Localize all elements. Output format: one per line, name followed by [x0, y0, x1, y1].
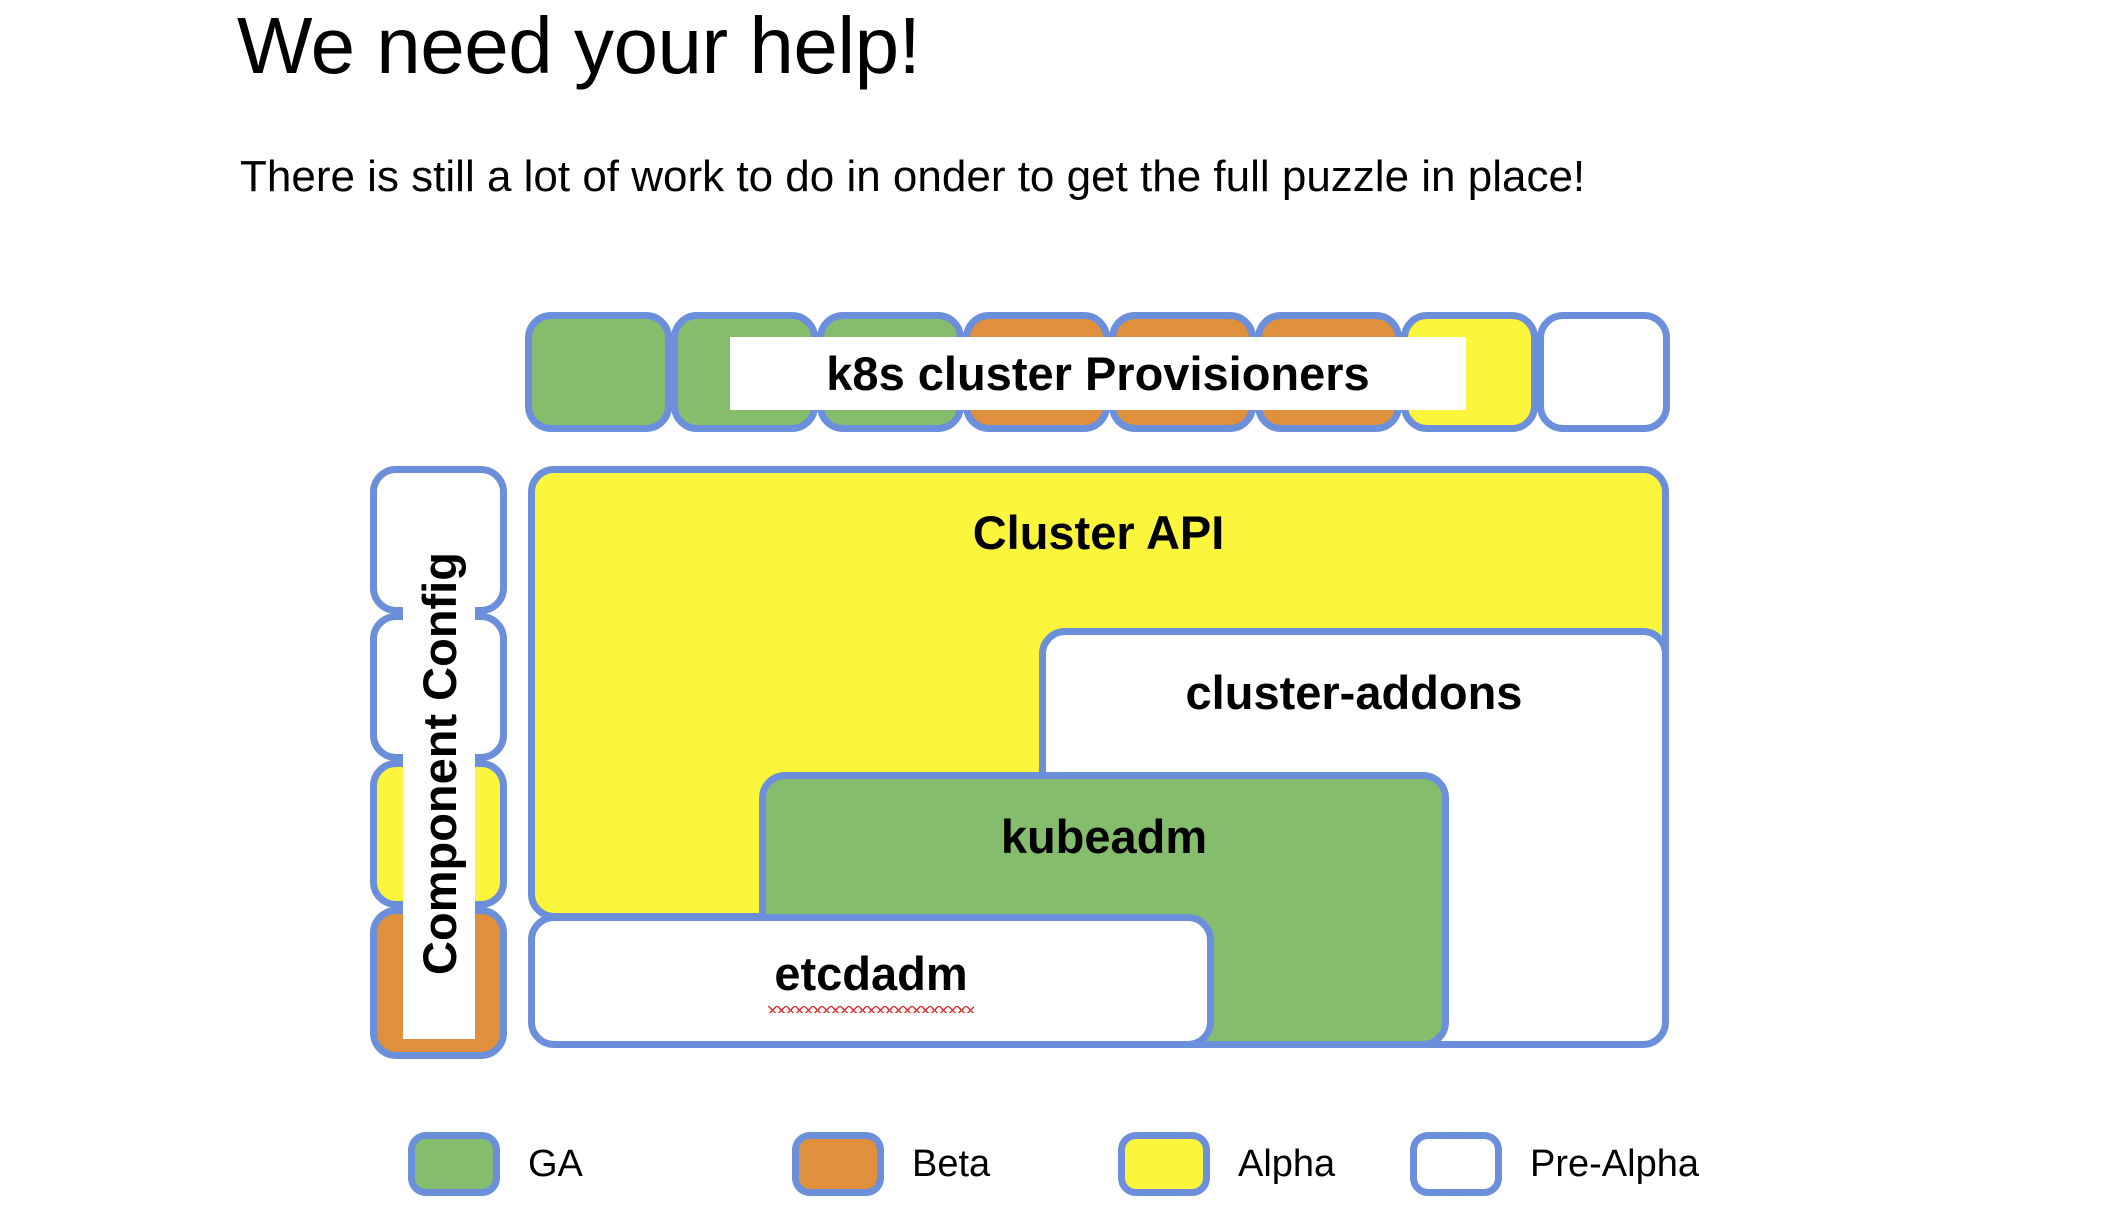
legend-swatch-ga — [408, 1132, 500, 1196]
block-cluster-addons-label: cluster-addons — [1185, 665, 1523, 719]
legend-label-beta: Beta — [912, 1142, 991, 1185]
legend-item-alpha: Alpha — [1118, 1128, 1335, 1200]
legend: GA Beta Alpha Pre-Alpha — [408, 1128, 1708, 1208]
component-config-label: Component Config — [403, 487, 475, 1039]
legend-item-ga: GA — [408, 1128, 583, 1200]
block-kubeadm-label: kubeadm — [1000, 809, 1208, 863]
legend-label-alpha: Alpha — [1238, 1142, 1336, 1185]
provisioner-tile-1[interactable] — [525, 312, 672, 432]
legend-item-beta: Beta — [792, 1128, 990, 1200]
legend-swatch-pre-alpha — [1410, 1132, 1502, 1196]
provisioners-label: k8s cluster Provisioners — [730, 337, 1466, 410]
legend-item-pre-alpha: Pre-Alpha — [1410, 1128, 1699, 1200]
block-etcdadm-label: etcdadm — [768, 946, 974, 1013]
block-etcdadm[interactable]: etcdadm — [528, 914, 1214, 1048]
legend-label-pre-alpha: Pre-Alpha — [1530, 1142, 1699, 1185]
legend-swatch-alpha — [1118, 1132, 1210, 1196]
page-subtitle: There is still a lot of work to do in on… — [240, 152, 1586, 201]
block-cluster-api-label: Cluster API — [972, 505, 1225, 559]
provisioner-tile-8[interactable] — [1537, 312, 1670, 432]
page-title: We need your help! — [237, 1, 921, 90]
component-config-label-text: Component Config — [412, 551, 466, 975]
legend-label-ga: GA — [528, 1142, 583, 1185]
legend-swatch-beta — [792, 1132, 884, 1196]
block-etcdadm-label-wrap: etcdadm — [535, 943, 1207, 1013]
